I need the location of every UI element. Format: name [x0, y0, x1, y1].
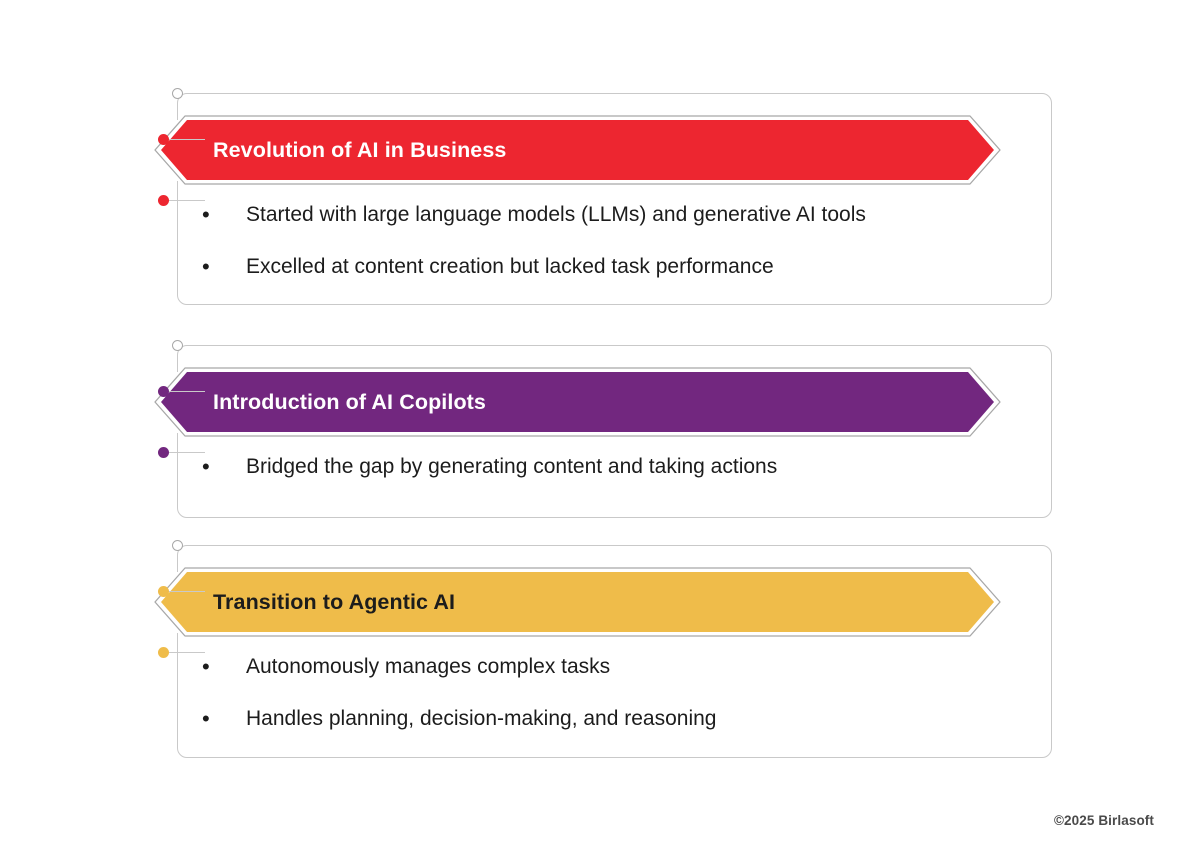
connector-dot-top-icon: [158, 134, 169, 145]
bullet-text: Bridged the gap by generating content an…: [246, 455, 778, 478]
bullet-text: Started with large language models (LLMs…: [246, 203, 866, 226]
banner-shape: Transition to Agentic AI: [161, 572, 994, 632]
banner-introduction-of-ai-copilots[interactable]: Introduction of AI Copilots: [154, 366, 1001, 458]
list-item: • Bridged the gap by generating content …: [202, 454, 1051, 480]
connector-hollow-dot-icon: [172, 540, 183, 551]
list-item: • Started with large language models (LL…: [202, 202, 1051, 228]
connector-dot-bottom-icon: [158, 195, 169, 206]
connector-dot-bottom-icon: [158, 447, 169, 458]
section-card-transition-to-agentic-ai: Transition to Agentic AI • Autonomously …: [154, 540, 1052, 758]
connector-hollow-dot-icon: [172, 340, 183, 351]
banner-title: Introduction of AI Copilots: [213, 389, 486, 414]
section-card-introduction-of-ai-copilots: Introduction of AI Copilots • Bridged th…: [154, 340, 1052, 518]
section-card-revolution-of-ai-in-business: Revolution of AI in Business • Started w…: [154, 88, 1052, 306]
connector-line-bottom: [169, 200, 205, 202]
bullet-text: Excelled at content creation but lacked …: [246, 255, 774, 278]
connector-line-bottom: [169, 452, 205, 454]
bullet-list: • Bridged the gap by generating content …: [178, 454, 1051, 506]
bullet-text: Autonomously manages complex tasks: [246, 655, 611, 678]
banner-outline-chevron-icon: [154, 567, 1001, 637]
bullet-marker-icon: •: [202, 454, 210, 479]
connector-line-bottom: [169, 652, 205, 654]
banner-revolution-of-ai-in-business[interactable]: Revolution of AI in Business: [154, 114, 1001, 206]
list-item: • Handles planning, decision-making, and…: [202, 706, 1051, 732]
bullet-list: • Started with large language models (LL…: [178, 202, 1051, 306]
banner-title: Transition to Agentic AI: [213, 589, 456, 614]
connector-line-top: [169, 391, 205, 393]
bullet-list: • Autonomously manages complex tasks • H…: [178, 654, 1051, 758]
connector-dot-top-icon: [158, 586, 169, 597]
bullet-marker-icon: •: [202, 706, 210, 731]
list-item: • Excelled at content creation but lacke…: [202, 254, 1051, 280]
bullet-marker-icon: •: [202, 654, 210, 679]
copyright-footer: ©2025 Birlasoft: [1054, 813, 1154, 828]
connector-dot-top-icon: [158, 386, 169, 397]
banner-outline-chevron-icon: [154, 115, 1001, 185]
banner-transition-to-agentic-ai[interactable]: Transition to Agentic AI: [154, 566, 1001, 658]
banner-outline-chevron-icon: [154, 367, 1001, 437]
banner-shape: Introduction of AI Copilots: [161, 372, 994, 432]
connector-line-top: [169, 591, 205, 593]
banner-title: Revolution of AI in Business: [213, 137, 507, 162]
connector-hollow-dot-icon: [172, 88, 183, 99]
banner-shape: Revolution of AI in Business: [161, 120, 994, 180]
connector-line-top: [169, 139, 205, 141]
bullet-text: Handles planning, decision-making, and r…: [246, 707, 717, 730]
bullet-marker-icon: •: [202, 202, 210, 227]
connector-dot-bottom-icon: [158, 647, 169, 658]
list-item: • Autonomously manages complex tasks: [202, 654, 1051, 680]
bullet-marker-icon: •: [202, 254, 210, 279]
